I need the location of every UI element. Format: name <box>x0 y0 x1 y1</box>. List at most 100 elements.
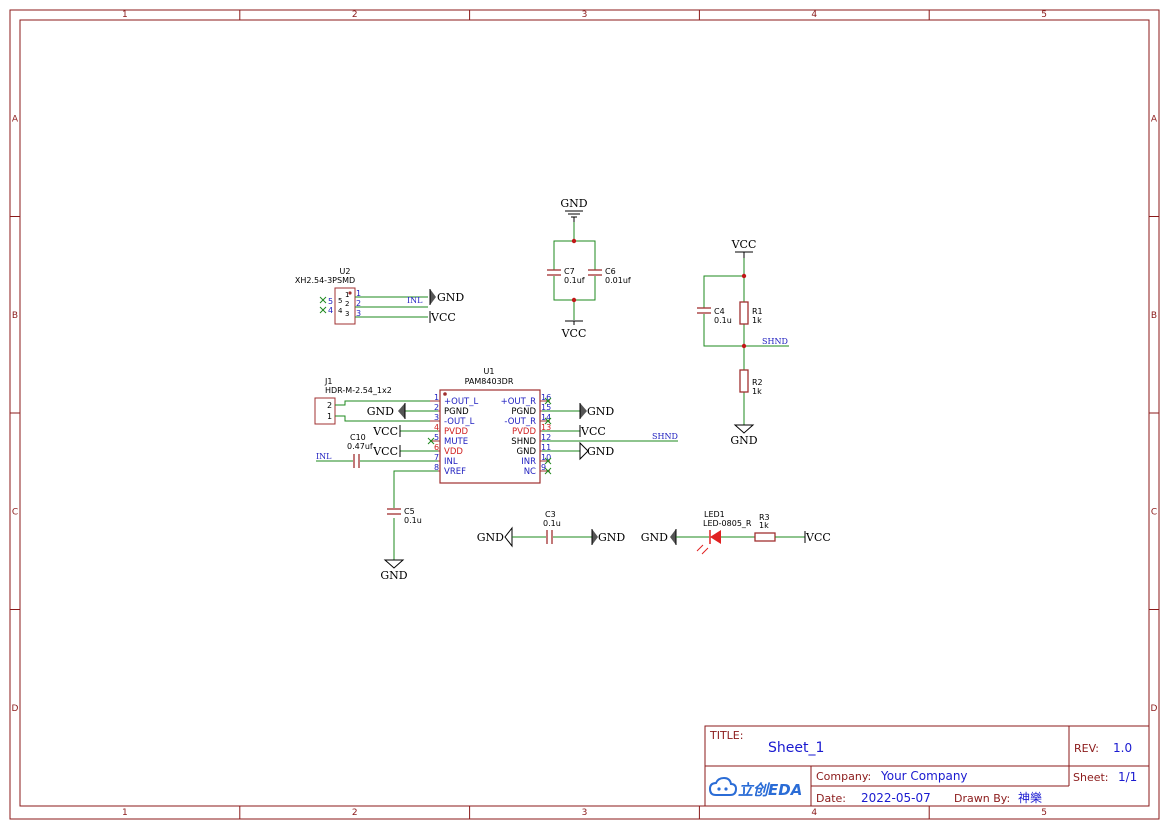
led1-value: LED-0805_R <box>703 519 752 528</box>
u1-pin-name: PVDD <box>512 427 536 437</box>
u1-pin-number: 2 <box>434 403 439 412</box>
u2-pin1-dot <box>348 291 352 295</box>
u2-ref: U2 <box>340 267 351 276</box>
drawn-by-label: Drawn By: <box>954 792 1010 805</box>
u1-pin-name: NC <box>524 467 536 477</box>
cap-c10: C10 0.47uf INL <box>316 433 373 468</box>
frame-row-label: C <box>12 507 18 517</box>
vcc-symbol-u1-pvdd-r: VCC <box>579 425 606 438</box>
lceda-logo: 立创EDA <box>708 776 802 799</box>
u1-pin-number: 11 <box>541 443 551 452</box>
net-label-shnd-r: SHND <box>762 337 788 346</box>
frame-row-label: C <box>1151 507 1157 517</box>
vcc-symbol-u2: VCC <box>429 311 456 324</box>
c4-ref: C4 <box>714 307 725 316</box>
led-indicator: GND VCC LED1 LED-0805_R R3 1k <box>641 510 831 555</box>
company-label: Company: <box>816 770 871 783</box>
gnd-label-led: GND <box>641 531 668 544</box>
sheet-label: Sheet: <box>1073 771 1109 784</box>
vcc-label-u1-vdd: VCC <box>372 445 398 458</box>
u2-pin-5: 5 <box>328 297 333 306</box>
r1-value: 1k <box>752 316 762 325</box>
svg-text:5: 5 <box>338 297 342 305</box>
c6-value: 0.01uf <box>605 276 631 285</box>
gnd-symbol-u2: GND <box>429 289 464 305</box>
u2-noconnect-marks <box>319 296 327 314</box>
u1-pin-name: -OUT_R <box>504 417 536 427</box>
u1-pin-name: INR <box>521 457 536 467</box>
gnd-label-u1-left: GND <box>367 405 394 418</box>
u1-left-wires <box>316 410 438 560</box>
u1-pin-name: +OUT_R <box>501 397 536 407</box>
cap-c3: GND GND C3 0.1u <box>477 510 625 548</box>
net-label-shnd-u1: SHND <box>652 432 678 441</box>
gnd-label-u1-right2: GND <box>587 445 614 458</box>
c10-ref: C10 <box>350 433 366 442</box>
gnd-label-u2: GND <box>437 291 464 304</box>
r1-body <box>739 301 749 325</box>
header-j1[interactable]: J1 HDR-M-2.54_1x2 2 1 <box>314 377 392 425</box>
title-block: TITLE: Sheet_1 REV: 1.0 Company: Your Co… <box>704 725 1150 807</box>
gnd-label-c5: GND <box>380 569 407 582</box>
u1-pin-number: 6 <box>434 443 439 452</box>
u1-pin-name: MUTE <box>444 437 468 447</box>
r2-body <box>739 369 749 393</box>
title-label: TITLE: <box>709 729 743 742</box>
frame-row-label: B <box>12 311 18 321</box>
u2-pin-4: 4 <box>328 306 333 315</box>
j1-pin-2: 2 <box>327 401 332 410</box>
u1-pin-number: 4 <box>434 423 439 432</box>
u1-pin-number: 5 <box>434 433 439 442</box>
gnd-label-u1-right1: GND <box>587 405 614 418</box>
c7-ref: C7 <box>564 267 575 276</box>
c5-ref: C5 <box>404 507 415 516</box>
led1-ref: LED1 <box>704 510 725 519</box>
u2-value: XH2.54-3PSMD <box>295 276 355 285</box>
u1-pin-name: PVDD <box>444 427 468 437</box>
logo-text: 立创EDA <box>738 781 802 799</box>
u1-pin-number: 1 <box>434 393 439 402</box>
svg-text:2: 2 <box>345 300 349 308</box>
drawn-by-value: 神樂 <box>1018 790 1042 805</box>
r1-ref: R1 <box>752 307 763 316</box>
gnd-symbol-u1-gnd-r: GND <box>579 441 614 461</box>
u2-pin-2: 2 <box>356 299 361 308</box>
rev-label: REV: <box>1074 742 1099 755</box>
u1-pin-name: -OUT_L <box>444 417 475 427</box>
c10-value: 0.47uf <box>347 442 373 451</box>
frame-row-label: A <box>1151 114 1158 124</box>
sheet-value: 1/1 <box>1118 770 1137 784</box>
frame-col-label: 4 <box>811 10 817 20</box>
frame-row-label: A <box>12 114 19 124</box>
frame-col-label: 5 <box>1041 808 1047 818</box>
u1-pin-number: 15 <box>541 403 551 412</box>
net-label-inl-u2: INL <box>407 296 423 305</box>
u2-pin-1: 1 <box>356 289 361 298</box>
c6-ref: C6 <box>605 267 616 276</box>
sheet-title: Sheet_1 <box>768 740 824 756</box>
vcc-label-c7: VCC <box>561 327 587 340</box>
vcc-symbol-u1-vdd: VCC <box>372 445 401 458</box>
rev-value: 1.0 <box>1113 741 1132 755</box>
svg-text:1: 1 <box>345 291 349 299</box>
u1-pin-name: GND <box>517 447 537 457</box>
u1-pin-name: +OUT_L <box>444 397 478 407</box>
u1-value: PAM8403DR <box>465 377 514 386</box>
u1-pin-name: VDD <box>444 447 463 457</box>
svg-text:4: 4 <box>338 307 343 315</box>
frame-row-label: D <box>1151 704 1158 714</box>
frame-col-label: 1 <box>122 10 128 20</box>
shnd-network: VCC C4 0.1u R1 1k R2 1k SHND GND <box>697 238 789 447</box>
u1-right-noconnect <box>544 397 552 475</box>
u1-right-wires <box>542 410 678 452</box>
r2-ref: R2 <box>752 378 763 387</box>
j1-ref: J1 <box>324 377 332 386</box>
u1-pin-number: 14 <box>541 413 551 422</box>
frame-col-label: 3 <box>582 808 588 818</box>
u2-body <box>334 287 356 325</box>
j1-pin-1: 1 <box>327 412 332 421</box>
j1-value: HDR-M-2.54_1x2 <box>325 386 392 395</box>
connector-u2[interactable]: U2 XH2.54-3PSMD 1 2 3 5 4 1 2 3 5 4 <box>295 267 361 325</box>
company-value: Your Company <box>880 769 968 783</box>
